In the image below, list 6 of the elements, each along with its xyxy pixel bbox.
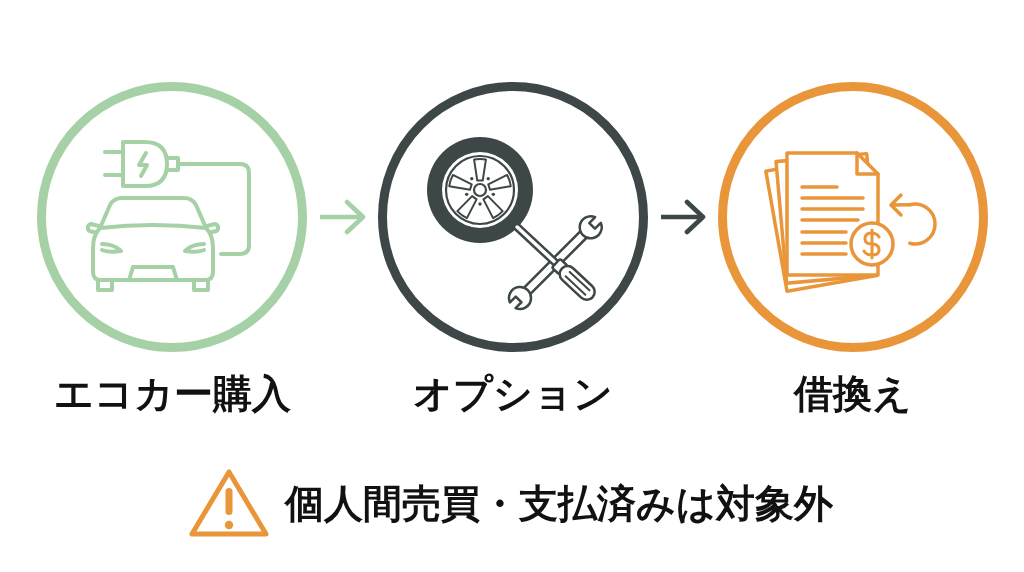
arrow [661, 199, 706, 235]
step-label: エコカー購入 [53, 370, 291, 418]
arrow [320, 199, 366, 235]
step-label: 借換え [794, 370, 912, 418]
note-text: 個人間売買・支払済みは対象外 [285, 479, 833, 528]
step-label: オプション [413, 370, 613, 418]
